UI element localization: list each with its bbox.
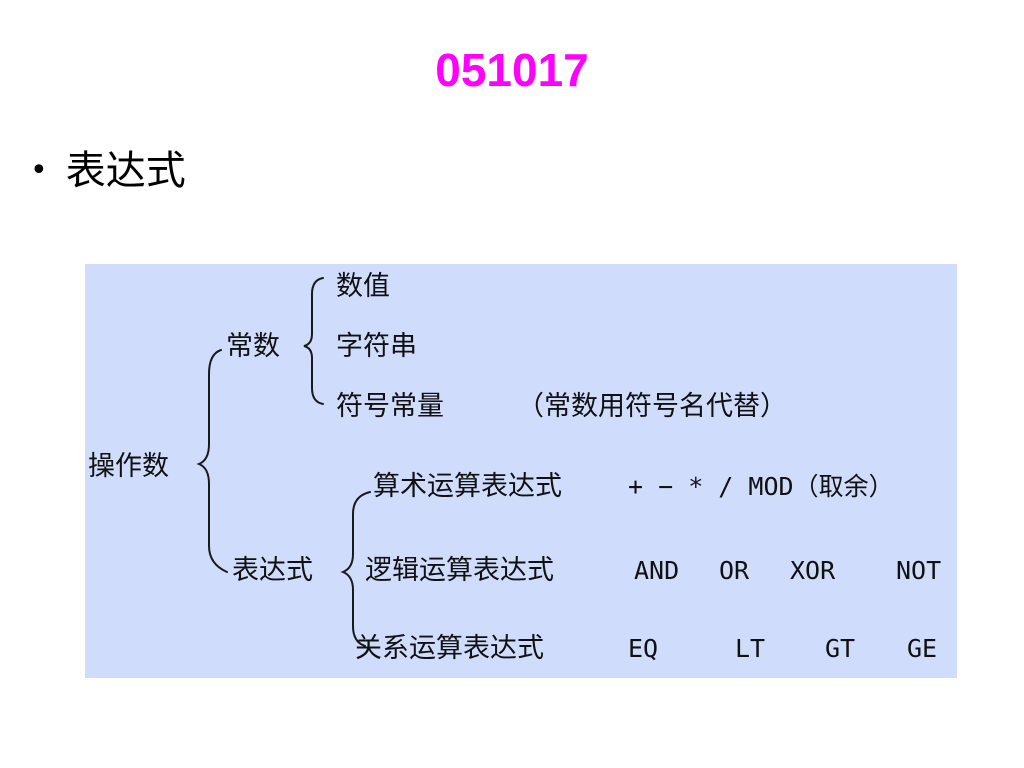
op-gt: GT	[825, 634, 856, 663]
brace-expressions	[340, 491, 371, 647]
bullet-text: 表达式	[65, 148, 186, 194]
op-ge: GE	[907, 634, 938, 663]
operand-tree-diagram: 操作数 常数 数值 字符串 符号常量 （常数用符号名代替） 表达式 算术运算表达…	[85, 264, 957, 678]
op-and: AND	[634, 556, 680, 585]
bullet-dot: •	[30, 153, 48, 188]
op-xor: XOR	[790, 556, 836, 585]
arithmetic-operators: + − * / MOD（取余）	[628, 472, 894, 501]
op-lt: LT	[735, 634, 766, 663]
bullet-item: • 表达式	[30, 145, 186, 197]
node-symbolic-constant: 符号常量	[336, 391, 444, 422]
brace-constants	[303, 277, 324, 405]
node-expression: 表达式	[232, 555, 313, 586]
node-arithmetic: 算术运算表达式	[373, 471, 562, 502]
node-logical: 逻辑运算表达式	[365, 555, 554, 586]
op-eq: EQ	[628, 634, 659, 663]
node-constants: 常数	[226, 331, 280, 362]
node-string: 字符串	[336, 331, 417, 362]
op-or: OR	[719, 556, 750, 585]
brace-root	[196, 349, 228, 573]
node-symbolic-note: （常数用符号名代替）	[517, 391, 787, 422]
op-not: NOT	[896, 556, 942, 585]
node-relational: 关系运算表达式	[355, 633, 544, 664]
node-operand: 操作数	[88, 451, 169, 482]
node-numeric: 数值	[336, 271, 390, 302]
slide-title: 051017	[435, 44, 589, 96]
brace-lines	[196, 277, 371, 647]
